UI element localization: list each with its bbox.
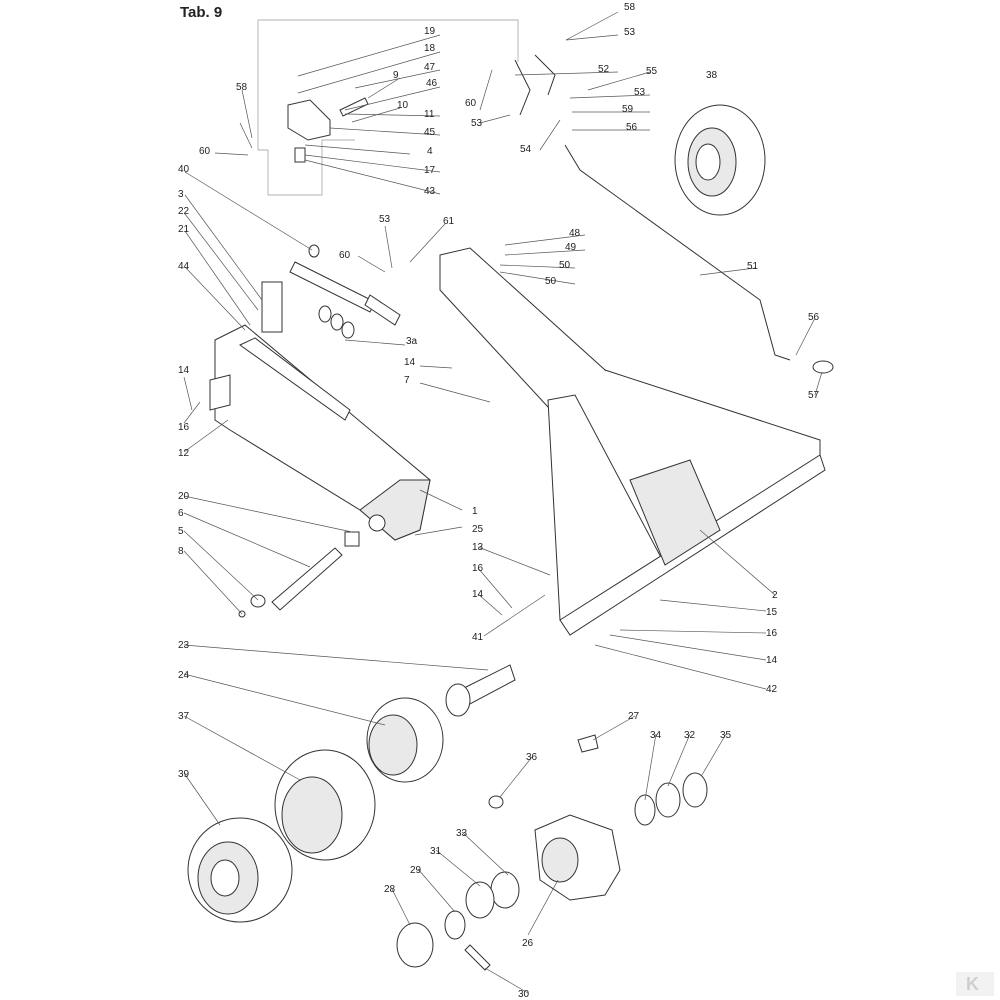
label-2: 2 [772,590,778,601]
label-59: 59 [622,104,634,115]
svg-text:K: K [966,974,979,994]
label-60c: 60 [339,250,351,261]
label-54: 54 [520,144,532,155]
label-25: 25 [472,524,484,535]
tire-37 [274,749,376,861]
label-10: 10 [397,100,409,111]
label-32: 32 [684,730,696,741]
rim [366,697,444,783]
label-53c: 53 [471,118,483,129]
label-28: 28 [384,884,396,895]
label-9: 9 [393,70,399,81]
label-35: 35 [720,730,732,741]
label-6: 6 [178,508,184,519]
label-29: 29 [410,865,422,876]
label-34: 34 [650,730,662,741]
label-3a: 3a [406,336,418,347]
upper-bracket [287,97,369,163]
bearings [396,734,708,971]
label-24: 24 [178,670,190,681]
label-51: 51 [747,261,759,272]
label-55: 55 [646,66,658,77]
label-14c: 14 [472,589,484,600]
control-rod [564,144,791,361]
label-57: 57 [808,390,820,401]
label-60b: 60 [199,146,211,157]
label-60: 60 [465,98,477,109]
brand-logo: K [956,972,994,996]
label-44: 44 [178,261,190,272]
label-47: 47 [424,62,436,73]
label-45: 45 [424,127,436,138]
label-5: 5 [178,526,184,537]
label-50: 50 [559,260,571,271]
label-1: 1 [472,506,478,517]
label-43: 43 [424,186,436,197]
label-14d: 14 [766,655,778,666]
label-23: 23 [178,640,190,651]
label-4: 4 [427,146,433,157]
leader-lines [183,11,823,994]
label-14: 14 [404,357,416,368]
label-16b: 16 [472,563,484,574]
part-labels: 58 53 19 18 47 9 46 52 55 38 58 53 10 11… [178,2,820,1000]
tire-39 [187,817,293,923]
label-3: 3 [178,189,184,200]
label-12: 12 [178,448,190,459]
label-52: 52 [598,64,610,75]
label-16c: 16 [766,628,778,639]
label-19: 19 [424,26,436,37]
tire-38 [674,104,766,216]
label-31: 31 [430,846,442,857]
label-53d: 53 [379,214,391,225]
table-title: Tab. 9 [180,4,223,21]
label-53: 53 [624,27,636,38]
label-7: 7 [404,375,410,386]
label-11: 11 [424,109,435,120]
label-40: 40 [178,164,190,175]
label-8: 8 [178,546,184,557]
pin-assembly [238,531,360,618]
label-27: 27 [628,711,640,722]
frame-bracket [209,324,431,541]
label-13: 13 [472,542,484,553]
label-36: 36 [526,752,538,763]
label-15: 15 [766,607,778,618]
label-17: 17 [424,165,436,176]
main-boom [439,247,826,636]
label-53b: 53 [634,87,646,98]
label-41: 41 [472,632,484,643]
label-20: 20 [178,491,190,502]
label-58: 58 [624,2,636,13]
label-46: 46 [426,78,438,89]
label-38: 38 [706,70,718,81]
label-18: 18 [424,43,436,54]
label-49: 49 [565,242,577,253]
label-33: 33 [456,828,468,839]
label-16: 16 [178,422,190,433]
label-48: 48 [569,228,581,239]
label-56: 56 [626,122,638,133]
label-30: 30 [518,989,530,1000]
label-58b: 58 [236,82,248,93]
label-22: 22 [178,206,190,217]
label-50b: 50 [545,276,557,287]
wheel-hub [534,814,621,901]
label-42: 42 [766,684,778,695]
label-26: 26 [522,938,534,949]
hydraulic-cylinder [261,244,401,339]
axle [445,664,516,717]
label-14b: 14 [178,365,190,376]
label-39: 39 [178,769,190,780]
label-56b: 56 [808,312,820,323]
detail-frame [257,19,519,196]
label-37: 37 [178,711,190,722]
label-21: 21 [178,224,190,235]
label-61: 61 [443,216,455,227]
